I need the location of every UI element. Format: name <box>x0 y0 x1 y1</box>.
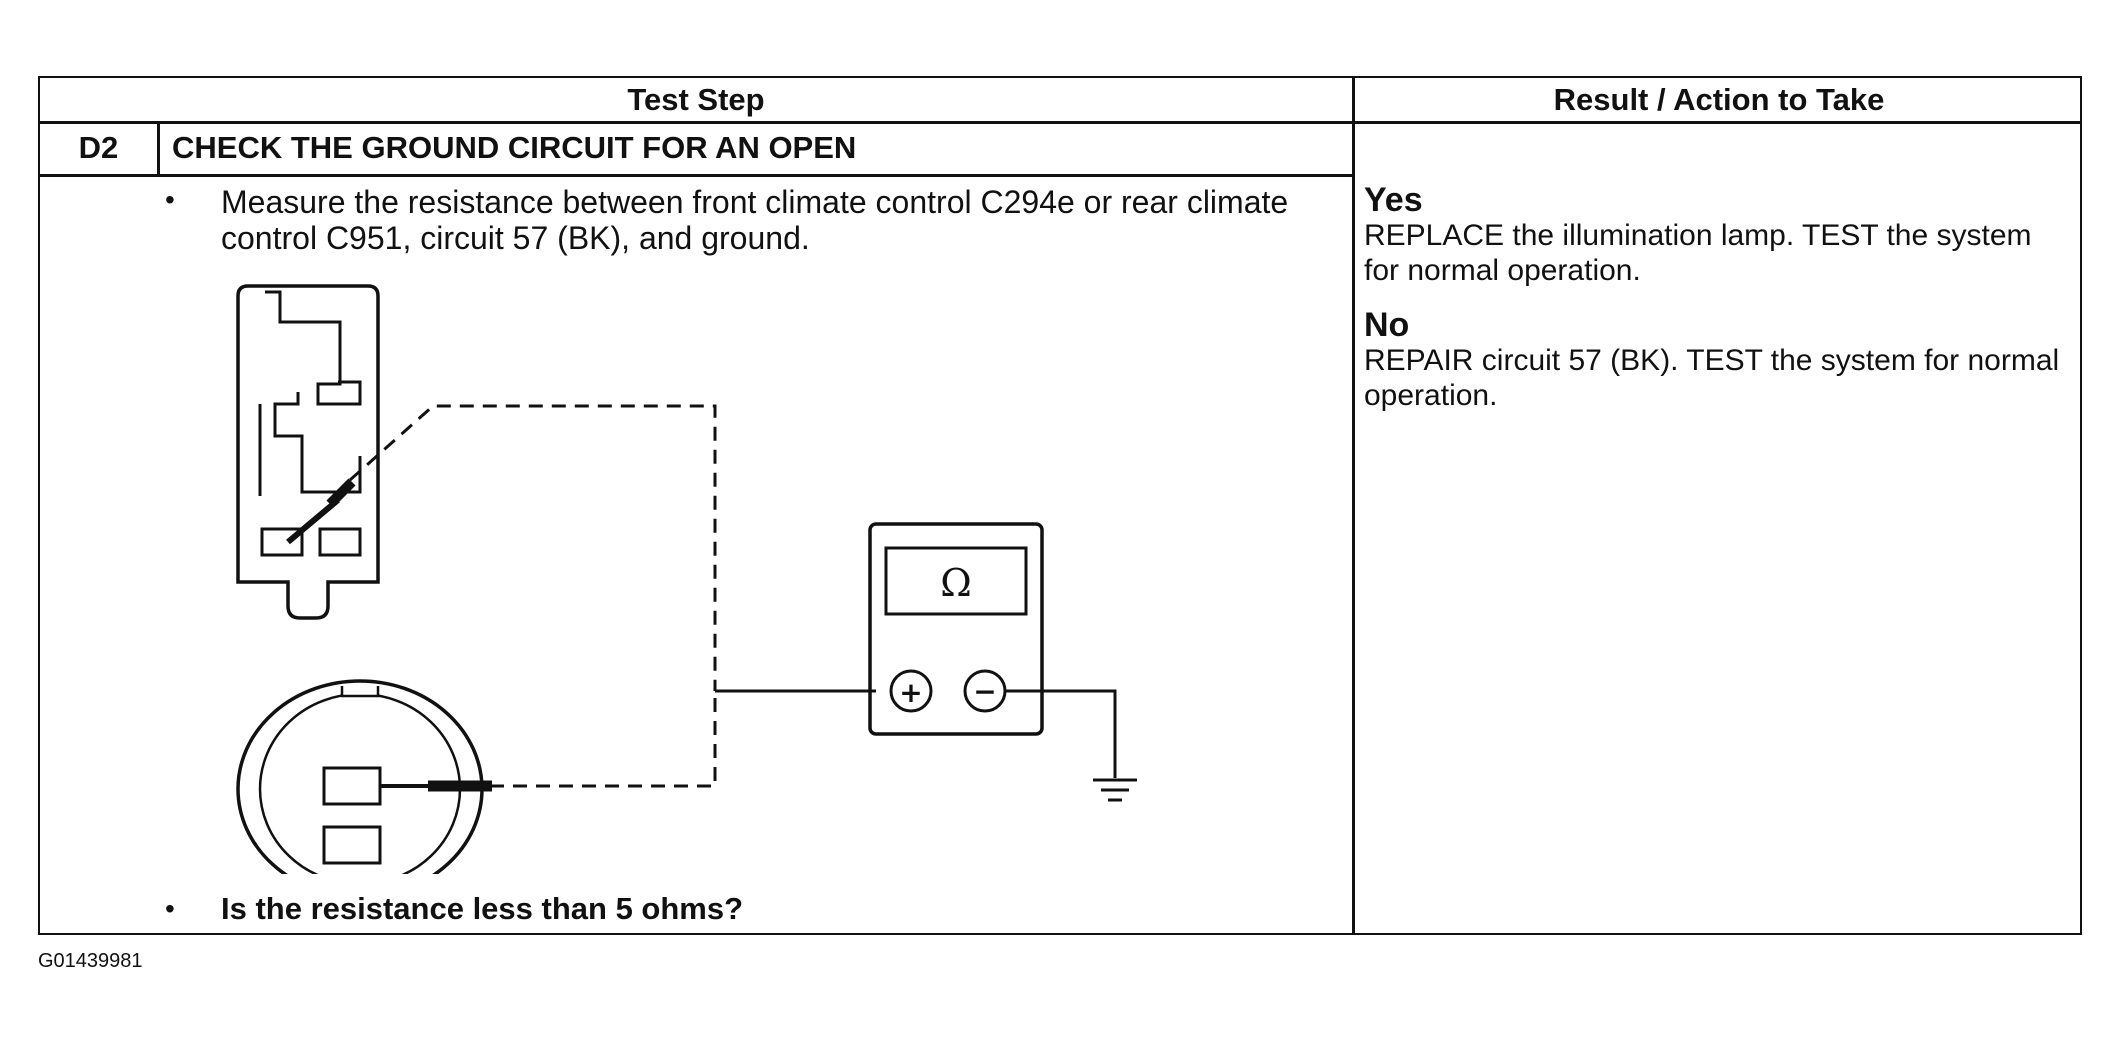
round-terminal-lower <box>322 825 382 865</box>
ohmmeter <box>868 522 1044 736</box>
step-title-divider <box>40 174 1352 177</box>
test-step-header: Test Step <box>627 82 765 117</box>
connector-terminal-left <box>260 527 304 557</box>
round-terminal-upper <box>322 766 382 806</box>
round-connector <box>236 679 484 874</box>
step-number: D2 <box>78 130 119 165</box>
connector-terminal-right <box>318 527 362 557</box>
result-no-action: REPAIR circuit 57 (BK). TEST the system … <box>1364 344 2060 412</box>
rectangular-connector <box>236 284 380 620</box>
probe-upper <box>286 497 340 545</box>
figure-id: G01439981 <box>38 950 143 972</box>
step-number-divider <box>157 121 160 175</box>
instruction-text: Measure the resistance between front cli… <box>221 184 1289 256</box>
header-divider <box>40 121 2080 124</box>
diagnostic-table: Test Step Result / Action to Take D2 CHE… <box>38 76 2082 935</box>
question-text: Is the resistance less than 5 ohms? <box>221 891 744 926</box>
test-lead-upper <box>349 404 717 691</box>
question-bullet: • <box>165 893 175 924</box>
connector-latch <box>265 290 362 406</box>
result-yes-action: REPLACE the illumination lamp. TEST the … <box>1364 219 2032 287</box>
ohmmeter-display <box>884 546 1028 616</box>
ohm-symbol: Ω <box>940 561 972 605</box>
result-header: Result / Action to Take <box>1553 82 1885 117</box>
test-lead-lower <box>490 691 717 788</box>
step-title: CHECK THE GROUND CIRCUIT FOR AN OPEN <box>172 130 857 165</box>
result-no: No REPAIR circuit 57 (BK). TEST the syst… <box>1364 307 2074 413</box>
result-no-label: No <box>1364 306 1410 344</box>
plus-symbol: + <box>899 676 922 709</box>
result-yes-label: Yes <box>1364 181 1423 219</box>
column-divider <box>1352 78 1355 933</box>
meter-lead-ground <box>1005 689 1117 778</box>
result-yes: Yes REPLACE the illumination lamp. TEST … <box>1364 182 2074 288</box>
minus-symbol: − <box>973 675 996 708</box>
test-diagram: Ω + − <box>236 284 1137 874</box>
plus-terminal <box>889 669 933 713</box>
instruction-bullet: • <box>165 184 175 215</box>
